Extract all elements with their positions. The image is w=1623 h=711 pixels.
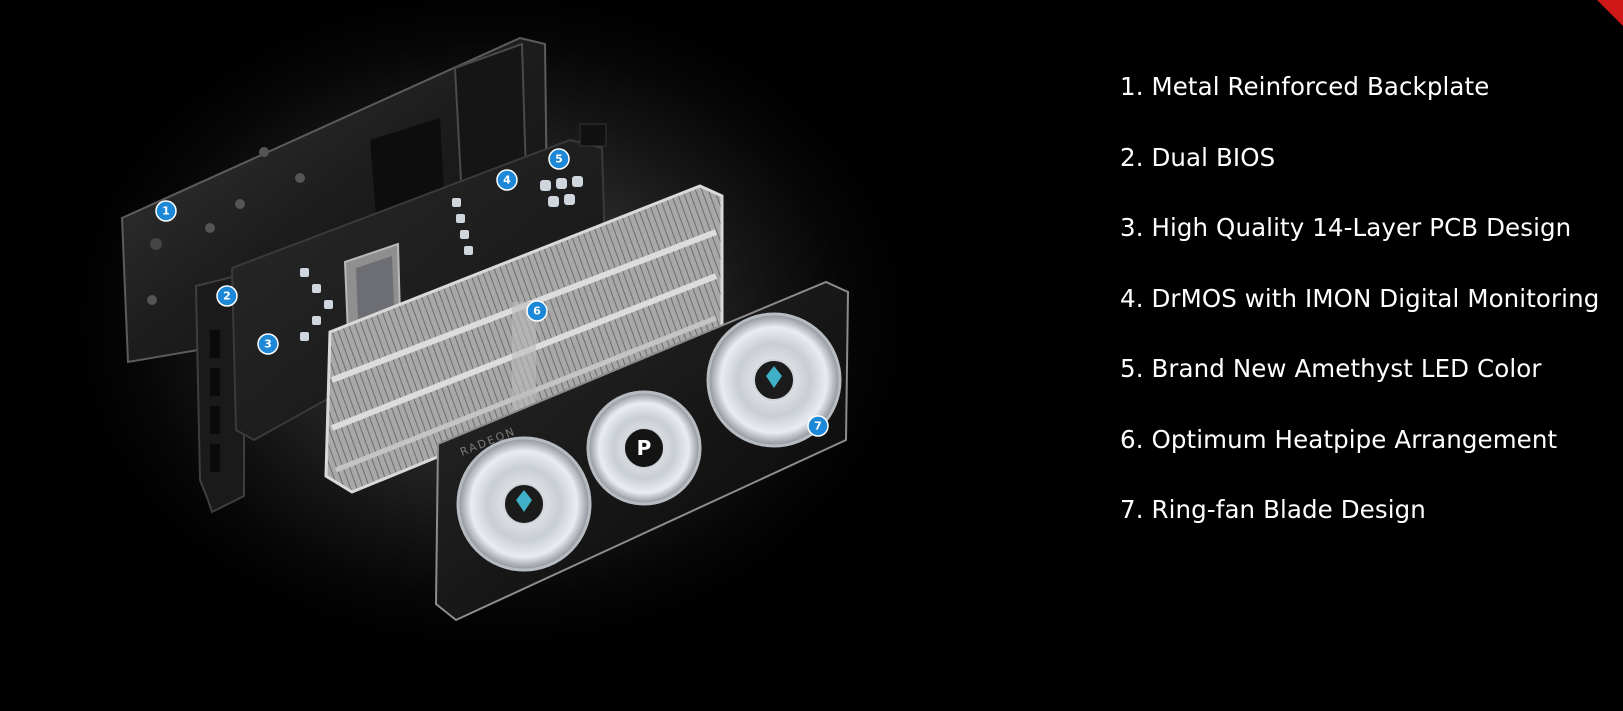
feature-list: 1. Metal Reinforced Backplate 2. Dual BI…	[1120, 72, 1599, 566]
feature-item-backplate: 1. Metal Reinforced Backplate	[1120, 72, 1490, 101]
svg-text:4: 4	[503, 174, 511, 187]
callout-badge-5: 5	[548, 148, 570, 170]
callout-badge-6: 6	[526, 300, 548, 322]
heatsink	[324, 184, 724, 494]
svg-text:2: 2	[223, 290, 231, 303]
corner-accent	[1597, 0, 1623, 26]
svg-text:6: 6	[533, 305, 541, 318]
feature-item-led: 5. Brand New Amethyst LED Color	[1120, 354, 1542, 383]
svg-text:5: 5	[555, 153, 563, 166]
svg-text:3: 3	[264, 338, 272, 351]
callout-badge-4: 4	[496, 169, 518, 191]
callout-badge-2: 2	[216, 285, 238, 307]
feature-item-fan-blade: 7. Ring-fan Blade Design	[1120, 495, 1426, 524]
feature-item-drmos: 4. DrMOS with IMON Digital Monitoring	[1120, 283, 1600, 313]
feature-item-pcb: 3. High Quality 14-Layer PCB Design	[1120, 213, 1572, 242]
bottom-band	[0, 663, 1623, 711]
fan-center: P	[586, 390, 702, 506]
svg-text:1: 1	[162, 205, 170, 218]
feature-item-dual-bios: 2. Dual BIOS	[1120, 142, 1276, 172]
svg-text:P: P	[637, 436, 652, 460]
svg-text:7: 7	[814, 420, 822, 433]
graphics-card-exploded-view: RADEON P 1 2 3	[120, 36, 850, 622]
callout-badge-3: 3	[257, 333, 279, 355]
feature-item-heatpipe: 6. Optimum Heatpipe Arrangement	[1120, 424, 1558, 454]
fan-right	[706, 312, 842, 448]
callout-badge-7: 7	[807, 415, 829, 437]
callout-badge-1: 1	[155, 200, 177, 222]
fan-left	[456, 436, 592, 572]
